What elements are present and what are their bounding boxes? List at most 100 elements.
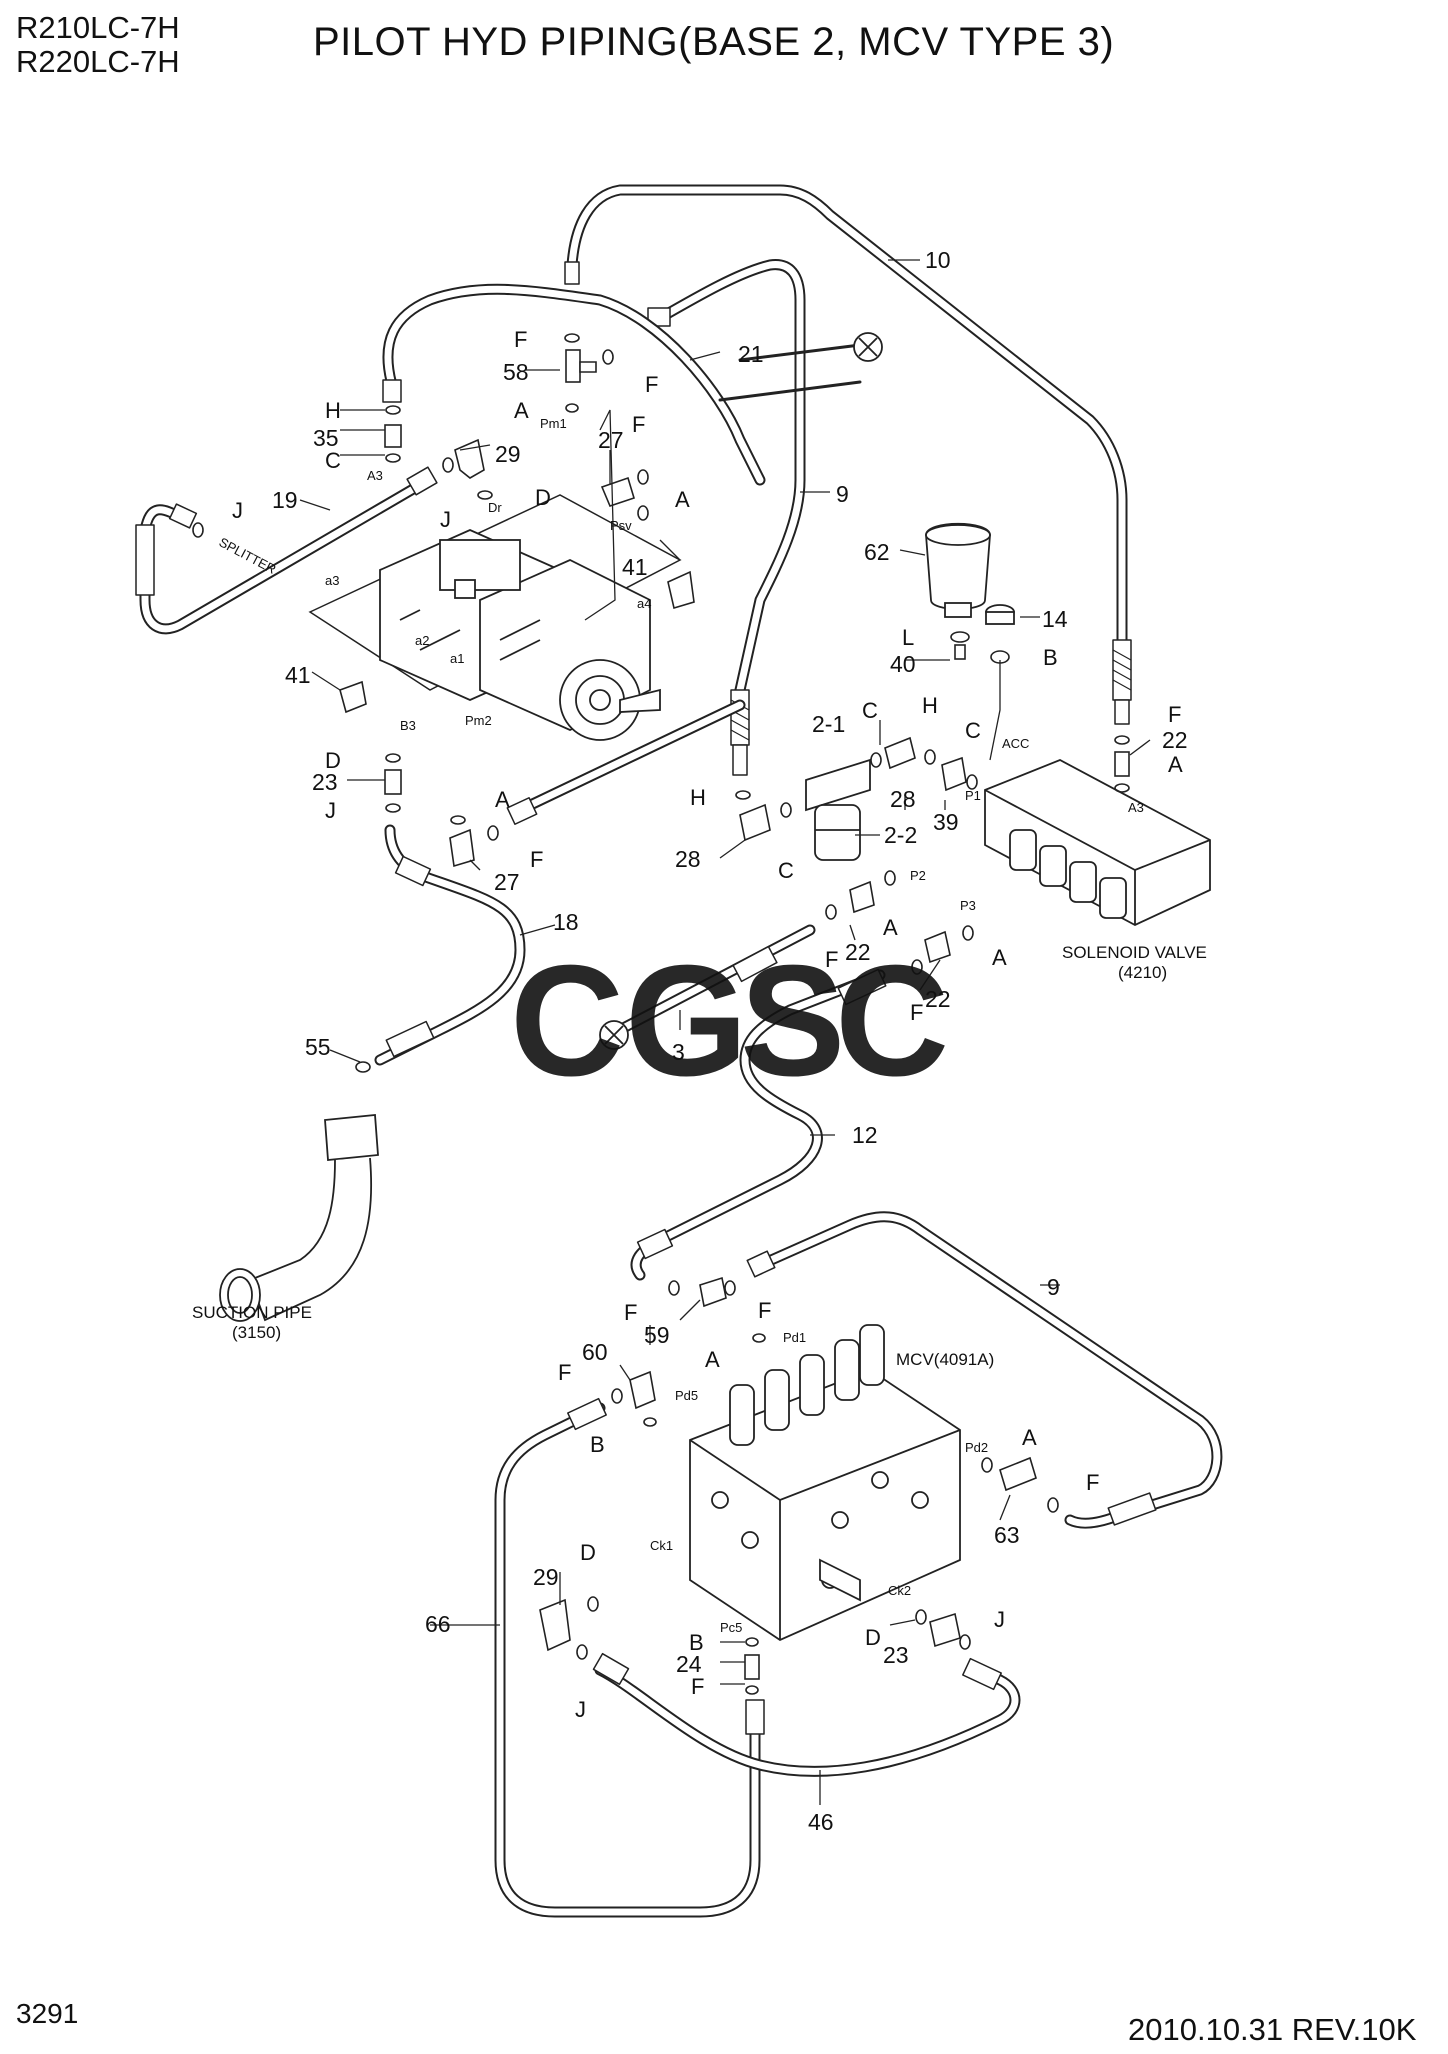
cap-14: [985, 604, 1015, 625]
hose-12: [630, 968, 887, 1281]
callout-29: 29: [533, 1564, 559, 1590]
callout-66: 66: [425, 1611, 451, 1637]
seal-letter: F: [645, 372, 658, 397]
line-filter: [805, 758, 871, 861]
callout-12: 12: [852, 1122, 878, 1148]
callout-14: 14: [1042, 606, 1068, 632]
port-label: a2: [415, 633, 429, 648]
watermark-letter-4: C: [835, 933, 949, 1109]
port-label: P1: [965, 788, 981, 803]
callout-41: 41: [285, 662, 311, 688]
callout-2-2: 2-2: [884, 822, 917, 848]
callout-58: 58: [503, 359, 529, 385]
callout-22: 22: [845, 939, 871, 965]
seal-letter: F: [691, 1674, 704, 1699]
seal-letter: F: [530, 847, 543, 872]
callout-2-1: 2-1: [812, 711, 845, 737]
seal-letter: H: [922, 693, 938, 718]
cut-marker-top: [853, 332, 883, 362]
callout-9: 9: [1047, 1274, 1060, 1300]
hose-66: [494, 1397, 765, 1918]
seal-letter: A: [675, 487, 690, 512]
callout-39: 39: [933, 809, 959, 835]
seal-letter: C: [325, 448, 341, 473]
caption-solenoid-valve-ref: (4210): [1118, 963, 1167, 982]
callout-60: 60: [582, 1339, 608, 1365]
page-title: PILOT HYD PIPING(BASE 2, MCV TYPE 3): [313, 20, 1115, 64]
port-label-splitter: SPLITTER: [217, 534, 279, 576]
caption-mcv: MCV(4091A): [896, 1350, 994, 1369]
seal-letter: D: [325, 748, 341, 773]
seal-letter: D: [580, 1540, 596, 1565]
callout-27: 27: [598, 427, 624, 453]
seal-letter: F: [632, 412, 645, 437]
seal-letter: A: [883, 915, 898, 940]
seal-letter: H: [690, 785, 706, 810]
hose-3: [604, 924, 816, 1041]
callout-22: 22: [1162, 727, 1188, 753]
callout-23: 23: [883, 1642, 909, 1668]
seal-letter: C: [778, 858, 794, 883]
callout-27: 27: [494, 869, 520, 895]
watermark-letter-1: C: [510, 933, 624, 1109]
callout-19: 19: [272, 487, 298, 513]
port-label: Dr: [488, 500, 502, 515]
seal-letter: L: [902, 625, 914, 650]
filter-62: [925, 522, 991, 618]
caption-suction-pipe: SUCTION PIPE: [192, 1303, 312, 1322]
hose-19: [135, 466, 438, 635]
port-label: P2: [910, 868, 926, 883]
seal-letter: A: [1022, 1425, 1037, 1450]
seal-letter: B: [1043, 645, 1058, 670]
callout-21: 21: [738, 341, 764, 367]
port-label: B3: [400, 718, 416, 733]
model-code-2: R220LC-7H: [16, 44, 180, 79]
callout-41: 41: [622, 554, 648, 580]
port-label: Pm1: [540, 416, 567, 431]
fittings: [339, 349, 1130, 1680]
callout-10: 10: [925, 247, 951, 273]
seal-letter: J: [232, 498, 243, 523]
seal-letter: A: [514, 398, 529, 423]
seal-letter: H: [325, 398, 341, 423]
seal-letter: D: [535, 485, 551, 510]
seal-letter: F: [1168, 702, 1181, 727]
seal-letter: F: [758, 1298, 771, 1323]
cut-marker-mid: [599, 1020, 629, 1050]
callout-40: 40: [890, 651, 916, 677]
callout-28: 28: [675, 846, 701, 872]
hose-10: [564, 184, 1132, 725]
port-label: Pc5: [720, 1620, 742, 1635]
port-label: a4: [637, 596, 651, 611]
caption-suction-pipe-ref: (3150): [232, 1323, 281, 1342]
callout-59: 59: [644, 1322, 670, 1348]
port-label: Pd1: [783, 1330, 806, 1345]
seal-letter: A: [495, 787, 510, 812]
solenoid-valve: [984, 759, 1211, 927]
seal-letter: A: [1168, 752, 1183, 777]
o-rings: [192, 333, 1130, 1695]
seal-letter: F: [514, 327, 527, 352]
seal-letters: F F A H C J J D F A L B C H C F A D J H …: [232, 327, 1183, 1722]
seal-letter: J: [440, 507, 451, 532]
callout-62: 62: [864, 539, 890, 565]
seal-letter: A: [992, 945, 1007, 970]
hose-pump-return: [506, 699, 746, 825]
callout-28: 28: [890, 786, 916, 812]
hose-18: [374, 824, 526, 1066]
callout-63: 63: [994, 1522, 1020, 1548]
seal-letter: D: [865, 1625, 881, 1650]
leader-lines: [299, 259, 1151, 1805]
callout-29: 29: [495, 441, 521, 467]
callout-23: 23: [312, 769, 338, 795]
hose-46: [592, 1652, 1021, 1777]
callout-18: 18: [553, 909, 579, 935]
callout-24: 24: [676, 1651, 702, 1677]
port-label: Ck1: [650, 1538, 673, 1553]
seal-letter: A: [705, 1347, 720, 1372]
seal-letter: B: [689, 1630, 704, 1655]
port-label: Pd2: [965, 1440, 988, 1455]
port-label: Pm2: [465, 713, 492, 728]
seal-letter: F: [624, 1300, 637, 1325]
